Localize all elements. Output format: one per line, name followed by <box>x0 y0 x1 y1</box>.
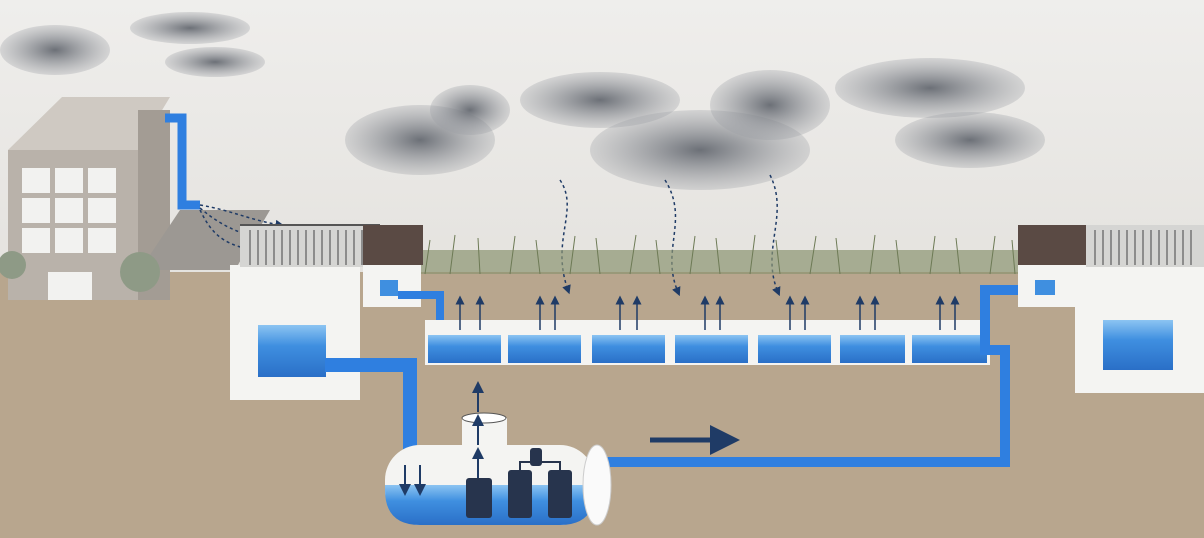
cloud-icon <box>0 12 1045 190</box>
house-icon <box>1018 225 1204 393</box>
overflow-pipe <box>325 358 417 470</box>
downspout-pipe <box>165 113 200 210</box>
building-icon <box>0 97 270 300</box>
evaporation-arrows <box>455 295 960 330</box>
collection-tank <box>230 224 380 400</box>
pump-flow-arrows <box>399 381 484 496</box>
return-pipe <box>600 285 1040 467</box>
grass <box>420 234 1020 275</box>
rain-flow-arrows <box>559 174 781 297</box>
pump-icon <box>466 448 572 518</box>
infiltration-channel <box>425 320 990 365</box>
filter-box <box>363 225 423 307</box>
